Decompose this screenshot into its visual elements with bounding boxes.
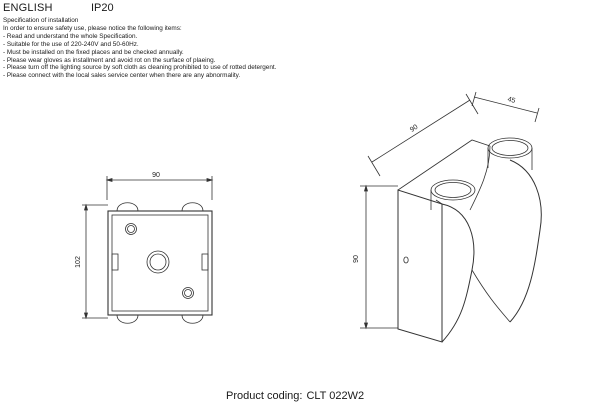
front-view-drawing (82, 176, 214, 324)
instruction-item: - Please wear gloves as installment and … (3, 56, 216, 64)
iso-width-label: 45 (507, 96, 516, 105)
instructions-intro: In order to ensure safety use, please no… (3, 24, 182, 32)
iso-height-label: 90 (353, 255, 360, 263)
product-code-value: CLT 022W2 (306, 390, 365, 402)
instruction-item: - Read and understand the whole Specific… (3, 32, 138, 40)
instruction-item: - Suitable for the use of 220-240V and 5… (3, 40, 139, 48)
front-width-label: 90 (152, 172, 160, 179)
front-height-label: 102 (75, 256, 82, 268)
ip-rating-label: IP20 (91, 2, 114, 14)
installation-instructions: Specification of installation In order t… (3, 17, 276, 80)
instruction-item: - Please turn off the lighting source by… (3, 64, 277, 72)
instructions-title: Specification of installation (3, 17, 79, 24)
isometric-view-drawing (360, 91, 542, 343)
instruction-item: - Please connect with the local sales se… (3, 72, 241, 80)
product-coding-label: Product coding: (226, 390, 303, 402)
instruction-item: - Must be installed on the fixed places … (3, 48, 184, 56)
language-label: ENGLISH (3, 2, 53, 14)
iso-depth-label: 90 (409, 124, 419, 134)
product-coding: Product coding:CLT 022W2 (226, 390, 368, 402)
